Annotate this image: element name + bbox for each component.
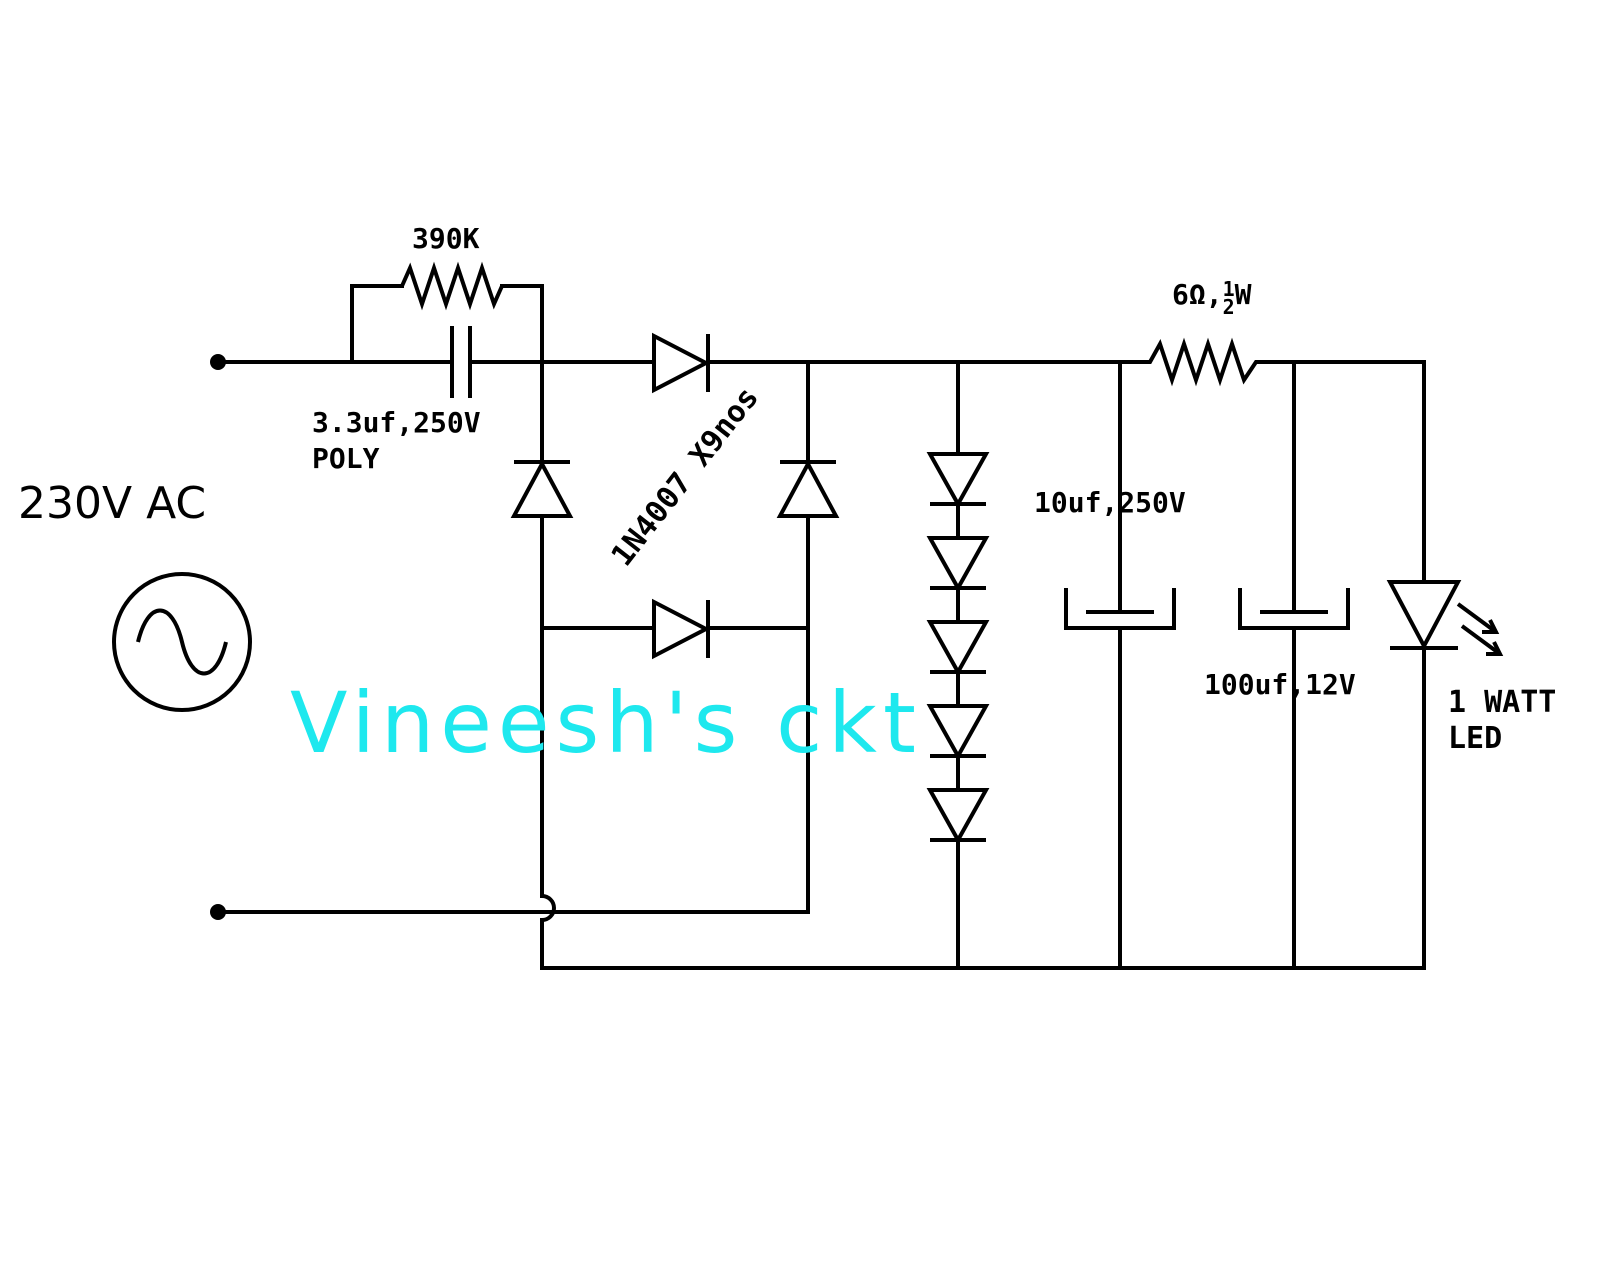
led-icon: [1386, 360, 1504, 970]
capacitor-100uf-label: 100uf,12V: [1204, 668, 1356, 701]
diode-bridge-middle-icon: [652, 598, 711, 660]
capacitor-series-type: POLY: [312, 442, 380, 475]
capacitor-series-icon: [450, 326, 472, 398]
resistor-6ohm-fraction-num: 1: [1223, 277, 1235, 301]
diode-stack-icon: [926, 620, 990, 708]
resistor-6ohm-unit: W: [1235, 278, 1252, 311]
capacitor-series-label: 3.3uf,250V: [312, 406, 481, 439]
diode-bridge-top-icon: [652, 332, 711, 394]
diode-stack-icon: [926, 536, 990, 624]
resistor-390k-label: 390K: [412, 222, 480, 255]
resistor-6ohm-fraction-den: 2: [1223, 295, 1235, 319]
resistor-390k-icon: [400, 261, 504, 311]
bridge-rectifier: [216, 360, 1132, 970]
diode-bridge-right-icon: [776, 459, 840, 518]
diodes-label: 1N4007 X9nos: [605, 381, 766, 573]
ac-source-label: 230V AC: [18, 478, 206, 529]
capacitor-10uf-label: 10uf,250V: [1034, 486, 1186, 519]
resistor-6ohm-value: 6Ω,: [1172, 278, 1223, 311]
led-label-line1: 1 WATT: [1448, 685, 1556, 720]
ac-source-icon: [112, 572, 252, 712]
diode-stack-icon: [926, 452, 990, 540]
watermark-text: Vineesh's ckt: [290, 674, 922, 772]
led-label-line2: LED: [1448, 721, 1502, 756]
input-wiring: [216, 284, 652, 364]
diode-bridge-left-icon: [510, 459, 574, 518]
diode-stack-icon: [926, 788, 990, 845]
diode-stack-icons: [926, 452, 990, 845]
capacitor-10uf-icon: [1064, 360, 1176, 970]
diode-stack-icon: [926, 704, 990, 792]
resistor-6ohm-icon: [1130, 337, 1294, 387]
capacitor-100uf-icon: [1238, 360, 1426, 970]
